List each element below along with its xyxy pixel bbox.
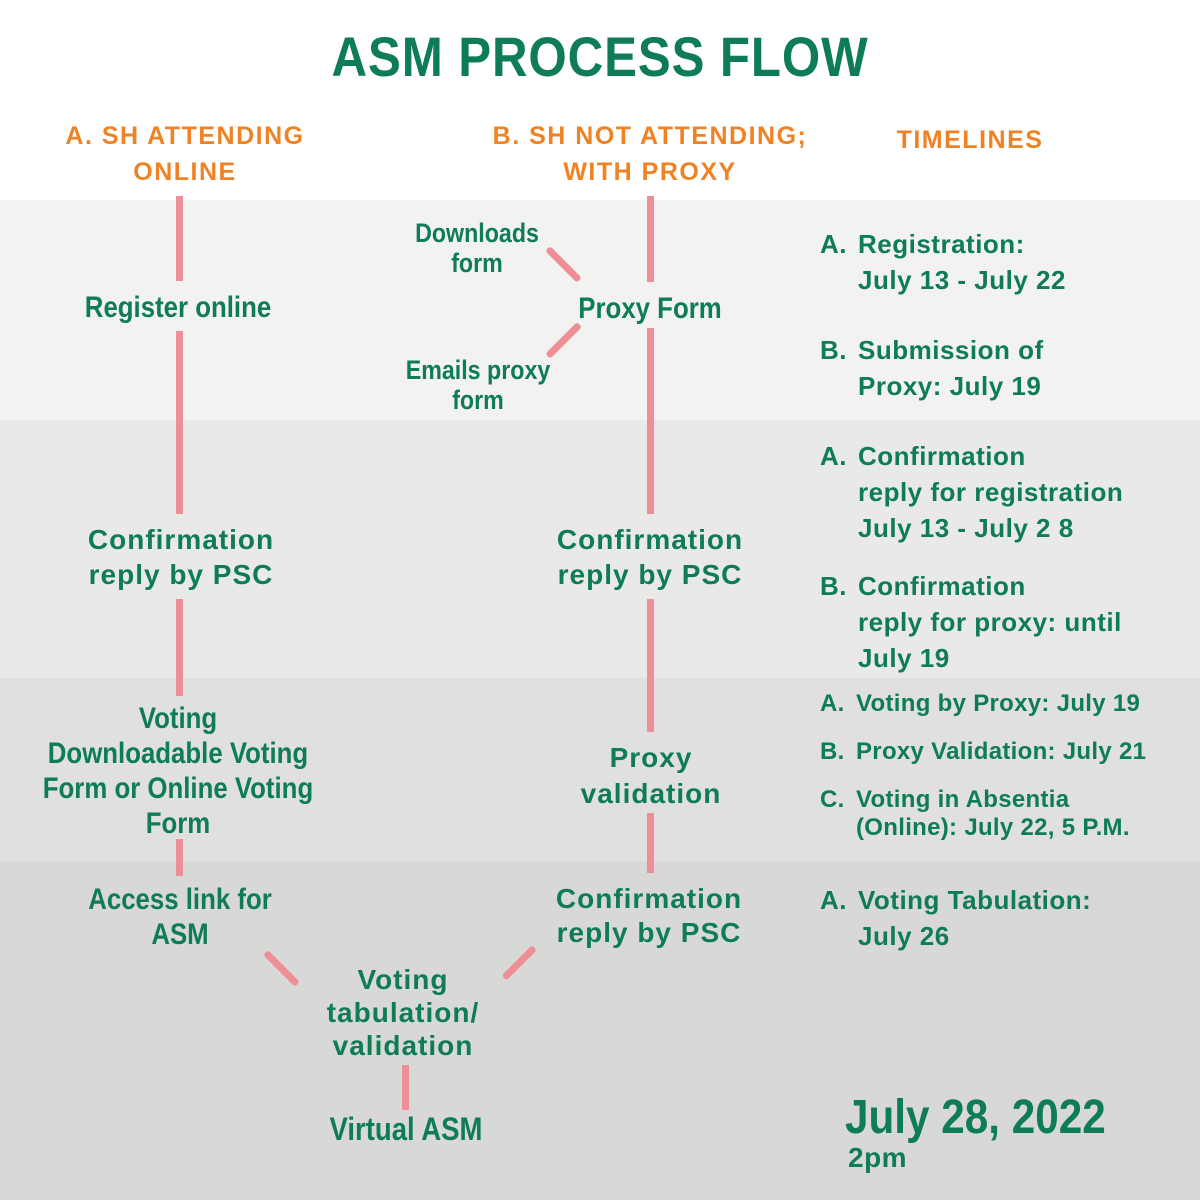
node-confirmation-reply-b2: Confirmation reply by PSC: [555, 883, 743, 948]
timeline-tabulation-block: A. Voting Tabulation: July 26: [820, 882, 1190, 954]
timeline-marker: B.: [820, 738, 845, 765]
node-confirmation-reply-a: Confirmation reply by PSC: [87, 524, 275, 590]
node-voting-tabulation: Voting tabulation/ validation: [326, 964, 480, 1061]
column-header-timelines: TIMELINES: [896, 126, 1044, 154]
timeline-marker: B.: [820, 335, 847, 365]
timeline-text: Confirmation reply for proxy: until July…: [858, 571, 1122, 673]
connector-a-header-to-register: [176, 196, 183, 281]
connector-tabulation-to-virtualasm: [402, 1065, 409, 1110]
node-voting-options: Voting Downloadable Voting Form or Onlin…: [42, 702, 314, 840]
connector-a-confirmation-to-voting: [176, 599, 183, 696]
timeline-text: Voting by Proxy: July 19: [856, 690, 1141, 717]
asm-time: 2pm: [848, 1142, 908, 1173]
timeline-marker: A.: [820, 885, 847, 915]
timeline-item: B. Confirmation reply for proxy: until J…: [820, 568, 1190, 676]
node-downloads-form: Downloads form: [415, 218, 539, 278]
timeline-marker: A.: [820, 441, 847, 471]
connector-b-header-to-proxyform: [647, 196, 654, 282]
node-confirmation-reply-b: Confirmation reply by PSC: [556, 524, 744, 590]
timeline-voting-block: A. Voting by Proxy: July 19 B. Proxy Val…: [820, 690, 1190, 842]
node-proxy-form: Proxy Form: [578, 292, 722, 325]
node-register-online: Register online: [84, 291, 272, 324]
timeline-text: Voting in Absentia (Online): July 22, 5 …: [856, 786, 1130, 841]
asm-date: July 28, 2022: [845, 1091, 1106, 1144]
timeline-text: Submission of Proxy: July 19: [858, 335, 1044, 401]
timeline-item: A. Confirmation reply for registration J…: [820, 438, 1190, 546]
timeline-marker: A.: [820, 229, 847, 259]
node-virtual-asm: Virtual ASM: [329, 1111, 483, 1147]
band-confirmation: [0, 420, 1200, 678]
page-title: ASM PROCESS FLOW: [331, 25, 869, 88]
band-voting: [0, 678, 1200, 862]
timeline-item: B. Proxy Validation: July 21: [820, 738, 1190, 766]
connector-a-voting-to-accesslink: [176, 839, 183, 876]
connector-b-proxyform-to-confirmation: [647, 328, 654, 514]
connector-a-register-to-confirmation: [176, 331, 183, 514]
connector-b-proxyvalidation-to-confirmation: [647, 813, 654, 873]
timeline-confirmation-block: A. Confirmation reply for registration J…: [820, 438, 1190, 676]
timeline-marker: A.: [820, 690, 845, 717]
timeline-text: Proxy Validation: July 21: [856, 738, 1147, 765]
timeline-item: A. Registration: July 13 - July 22: [820, 226, 1190, 298]
timeline-text: Voting Tabulation: July 26: [858, 885, 1092, 951]
timeline-item: A. Voting Tabulation: July 26: [820, 882, 1190, 954]
timeline-text: Confirmation reply for registration July…: [858, 441, 1124, 543]
timeline-item: A. Voting by Proxy: July 19: [820, 690, 1190, 718]
timeline-item: B. Submission of Proxy: July 19: [820, 332, 1190, 404]
node-access-link-asm: Access link for ASM: [88, 883, 272, 951]
column-header-sh-attending-online: A. SH ATTENDING ONLINE: [65, 122, 305, 186]
timeline-item: C. Voting in Absentia (Online): July 22,…: [820, 786, 1190, 842]
node-proxy-validation: Proxy validation: [580, 742, 722, 809]
timeline-text: Registration: July 13 - July 22: [858, 229, 1066, 295]
timeline-marker: C.: [820, 786, 845, 813]
connector-b-confirmation-to-proxyvalidation: [647, 599, 654, 732]
timeline-marker: B.: [820, 571, 847, 601]
timeline-registration-block: A. Registration: July 13 - July 22 B. Su…: [820, 226, 1190, 404]
column-header-sh-not-attending-proxy: B. SH NOT ATTENDING; WITH PROXY: [492, 122, 808, 186]
band-tabulation: [0, 862, 1200, 1200]
node-emails-proxy-form: Emails proxy form: [405, 355, 551, 415]
band-registration: [0, 200, 1200, 420]
